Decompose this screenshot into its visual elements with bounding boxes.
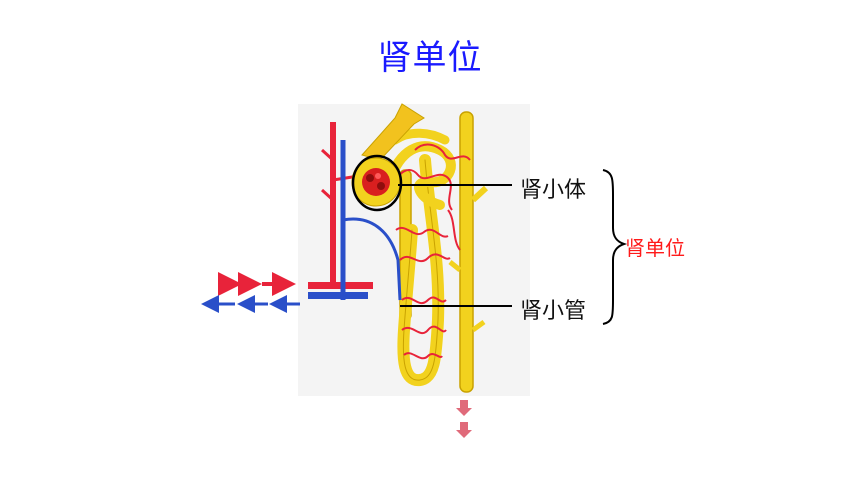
vein [308, 140, 402, 301]
collecting-duct [448, 111, 489, 393]
label-renal-tubule: 肾小管 [520, 299, 587, 324]
page-title: 肾单位 [377, 38, 483, 78]
label-renal-corpuscle: 肾小体 [520, 178, 587, 203]
brace-icon [602, 169, 628, 325]
urine-flow-arrows [456, 400, 472, 438]
label-nephron: 肾单位 [625, 236, 685, 260]
corpuscle-highlight-ring [351, 154, 403, 212]
glomerulus [351, 157, 401, 207]
capillary-network [391, 143, 471, 360]
